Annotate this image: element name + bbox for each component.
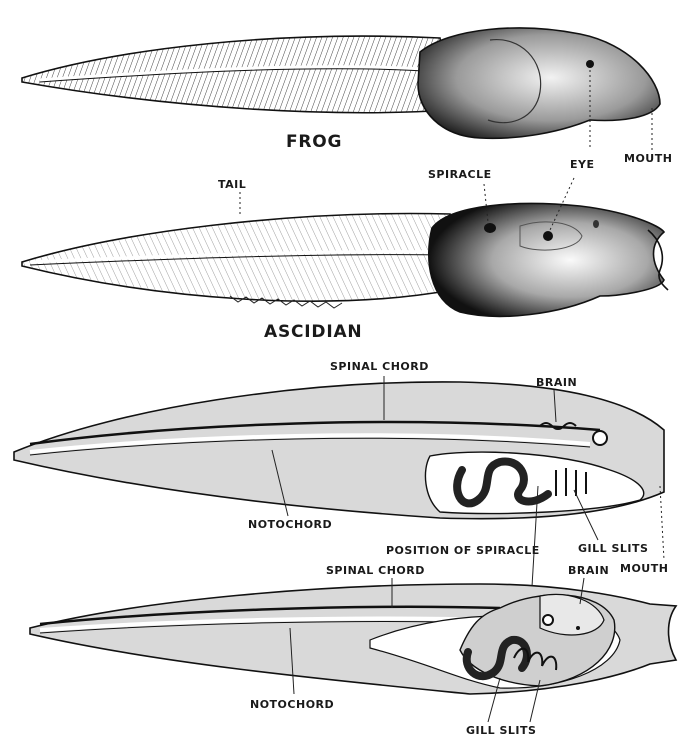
notochord-label-2: NOTOCHORD (250, 698, 334, 711)
frog-head (418, 28, 660, 138)
eye-label: EYE (570, 158, 595, 171)
ascidian-label: ASCIDIAN (264, 322, 362, 342)
gill-slits-label-2: GILL SLITS (466, 724, 536, 737)
frog-section (14, 376, 664, 620)
section-mouth-pointer (660, 486, 664, 560)
mouth-label-top: MOUTH (624, 152, 672, 165)
frog-tail (22, 36, 450, 113)
gill-slits-label-1: GILL SLITS (578, 542, 648, 555)
section2-eye-spot (543, 615, 553, 625)
spinal-chord-label-2: SPINAL CHORD (326, 564, 425, 577)
ascidian-larva-external (22, 178, 668, 316)
brain-label-1: BRAIN (536, 376, 577, 389)
frog-label: FROG (286, 132, 342, 152)
brain-label-2: BRAIN (568, 564, 609, 577)
section2-dot (576, 626, 580, 630)
spiracle-label: SPIRACLE (428, 168, 492, 181)
ascidian-eye-dot (543, 231, 553, 241)
ascidian-spiracle-dot (484, 223, 496, 233)
position-of-spiracle-label: POSITION OF SPIRACLE (386, 544, 540, 557)
ascidian-head (429, 204, 664, 317)
section1-brain (593, 431, 607, 445)
frog-eye (586, 60, 594, 68)
notochord-label-1: NOTOCHORD (248, 518, 332, 531)
spinal-chord-label-1: SPINAL CHORD (330, 360, 429, 373)
tail-label: TAIL (218, 178, 246, 191)
ascidian-section (30, 578, 676, 722)
ascidian-side-dot (593, 220, 599, 228)
mouth-label-bottom: MOUTH (620, 562, 668, 575)
